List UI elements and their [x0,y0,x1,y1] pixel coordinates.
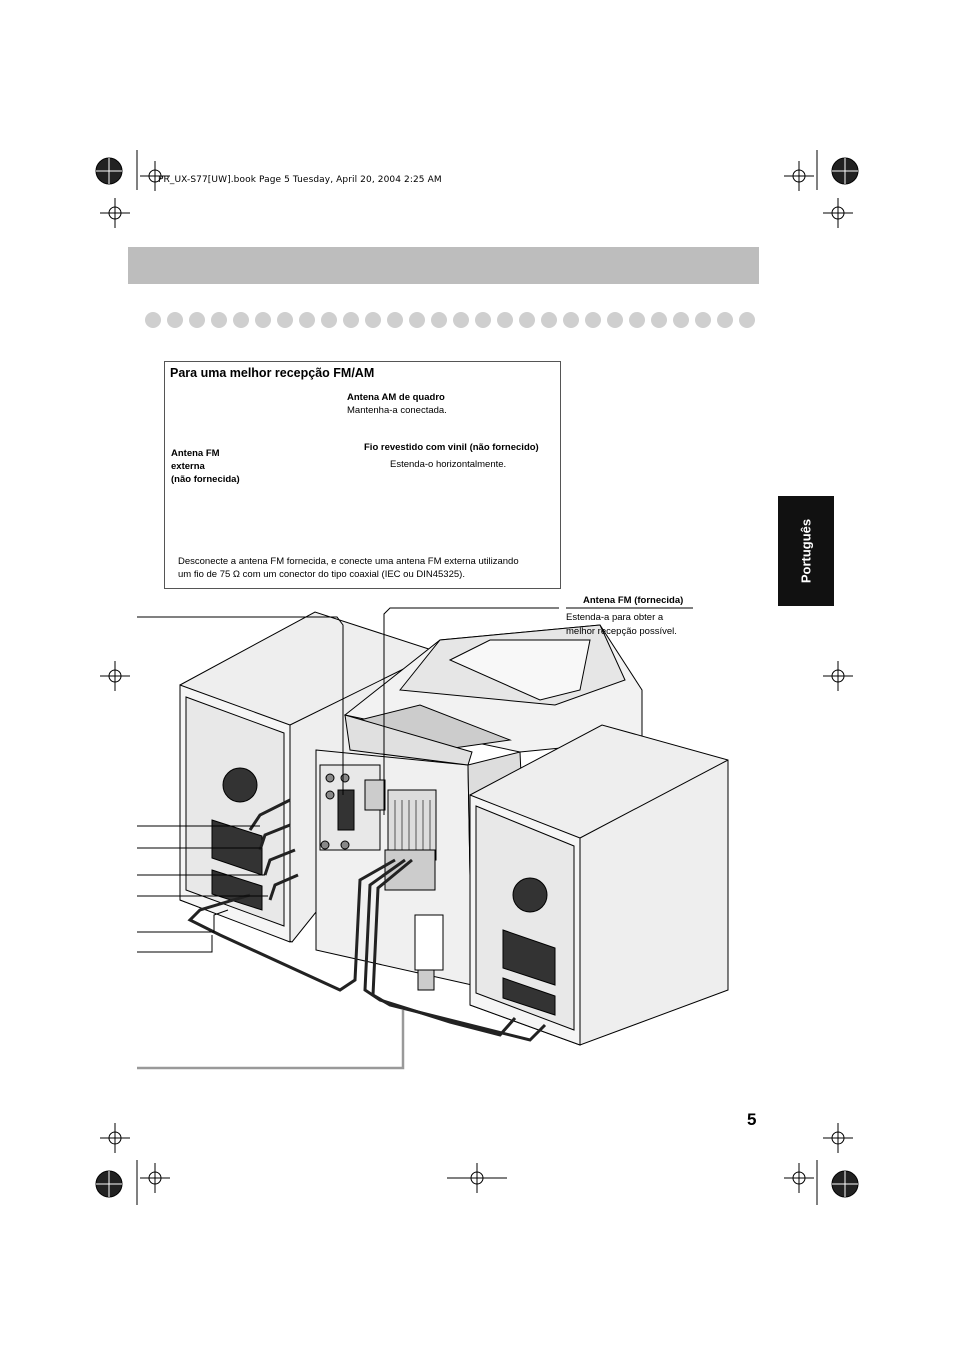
fm-supplied-title: Antena FM (fornecida) [583,595,684,606]
fm-supplied-note-line1: Estenda-a para obter a [566,612,664,623]
instruction-line1: Desconecte a antena FM fornecida, e cone… [178,556,519,567]
fm-external-label-line3: (não fornecida) [171,474,240,485]
language-tab: Português [778,496,834,606]
registration-mark-top-left [95,150,170,228]
inset-panel [164,361,561,589]
file-info-header: PR_UX-S77[UW].book Page 5 Tuesday, April… [158,175,442,185]
registration-mark-top-right [784,150,859,228]
section-title-bar [128,247,759,284]
decorative-dot-row [145,312,755,328]
am-loop-antenna-note: Mantenha-a conectada. [347,405,447,416]
stereo-system-illustration [179,611,729,1046]
registration-mark-mid-right [823,661,853,691]
fm-supplied-note-line2: melhor recepção possível. [566,626,677,637]
vinyl-wire-note: Estenda-o horizontalmente. [390,459,507,470]
fm-external-label-line1: Antena FM [171,448,220,459]
registration-mark-bottom-center [447,1163,507,1193]
registration-mark-bottom-right [784,1123,859,1205]
am-loop-antenna-title: Antena AM de quadro [347,392,445,403]
fm-external-label-line2: externa [171,461,205,472]
instruction-line2: um fio de 75 Ω com um conector do tipo c… [178,569,465,580]
registration-mark-mid-left [100,661,130,691]
callout-lines [137,607,693,1070]
vinyl-wire-title: Fio revestido com vinil (não fornecido) [364,442,539,453]
speaker-cables [187,798,547,1042]
language-tab-label: Português [798,518,814,584]
inset-title: Para uma melhor recepção FM/AM [170,366,375,380]
page-number: 5 [747,1110,757,1129]
registration-mark-bottom-left [95,1123,170,1205]
